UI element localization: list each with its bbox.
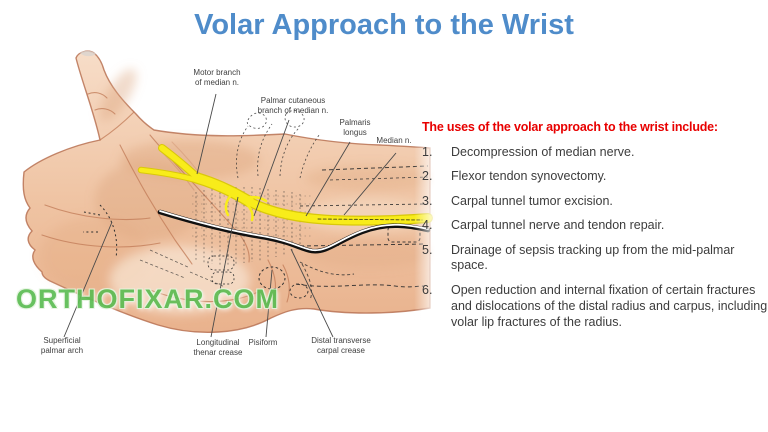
- label-superficial-palmar-arch: Superficial palmar arch: [40, 336, 84, 355]
- page-title: Volar Approach to the Wrist: [194, 9, 574, 41]
- use-item: 4. Carpal tunnel nerve and tendon repair…: [422, 218, 768, 234]
- use-item-number: 3.: [422, 193, 433, 208]
- use-item: 2. Flexor tendon synovectomy.: [422, 169, 768, 185]
- edge-fade: [414, 142, 435, 320]
- label-pisiform: Pisiform: [248, 338, 278, 347]
- use-item-number: 2.: [422, 169, 433, 184]
- label-palmar-cutaneous: Palmar cutaneous branch of median n.: [257, 96, 329, 115]
- label-distal-transverse-carpal-crease: Distal transverse carpal crease: [311, 336, 371, 355]
- uses-panel: The uses of the volar approach to the wr…: [422, 120, 768, 339]
- uses-heading: The uses of the volar approach to the wr…: [422, 120, 718, 134]
- use-item-text: Flexor tendon synovectomy.: [451, 169, 607, 184]
- label-motor-branch: Motor branch of median n.: [193, 68, 241, 87]
- watermark: ORTHOFIXAR.COM: [16, 284, 279, 314]
- leader-lines: [63, 93, 397, 338]
- label-longitudinal-thenar-crease: Longitudinal thenar crease: [193, 338, 243, 357]
- use-item-number: 6.: [422, 282, 433, 297]
- use-item: 6. Open reduction and internal fixation …: [422, 283, 768, 331]
- label-palmaris-longus: Palmaris longus: [339, 118, 371, 137]
- label-median-nerve: Median n.: [376, 136, 412, 145]
- use-item-text: Open reduction and internal fixation of …: [451, 282, 768, 329]
- use-item-text: Carpal tunnel nerve and tendon repair.: [451, 218, 665, 233]
- use-item: 5. Drainage of sepsis tracking up from t…: [422, 243, 768, 275]
- use-item-number: 4.: [422, 218, 433, 233]
- uses-list: 1. Decompression of median nerve. 2. Fle…: [422, 145, 768, 330]
- use-item: 3. Carpal tunnel tumor excision.: [422, 194, 768, 210]
- use-item-text: Carpal tunnel tumor excision.: [451, 193, 613, 208]
- incision-line: [157, 209, 431, 254]
- use-item-text: Drainage of sepsis tracking up from the …: [451, 242, 735, 273]
- median-nerve: [137, 144, 433, 226]
- use-item: 1. Decompression of median nerve.: [422, 145, 768, 161]
- wrist-anatomy-illustration: Motor branch of median n. Palmar cutaneo…: [0, 50, 435, 380]
- use-item-number: 1.: [422, 145, 433, 159]
- hand-diagram-svg: [22, 50, 435, 338]
- use-item-number: 5.: [422, 242, 433, 257]
- use-item-text: Decompression of median nerve.: [451, 145, 635, 159]
